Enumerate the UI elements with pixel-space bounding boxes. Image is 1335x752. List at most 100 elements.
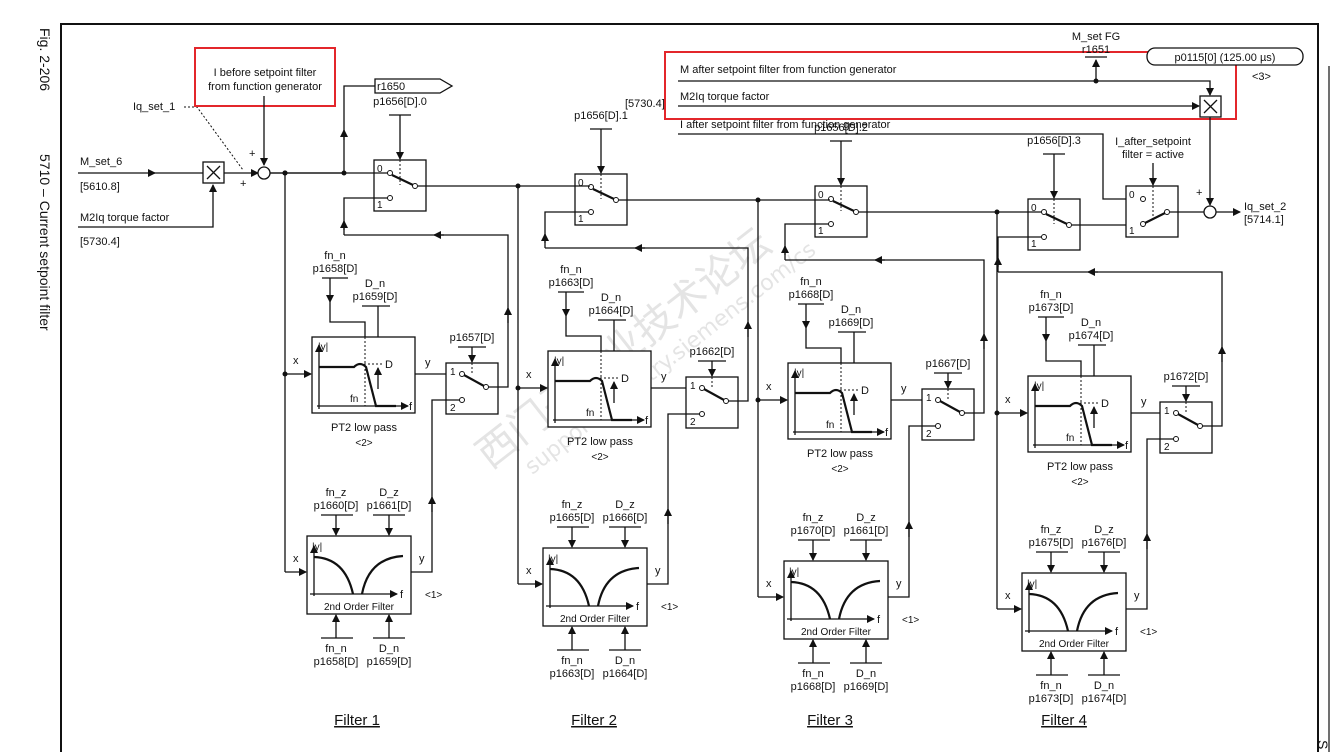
filter-type-param: p1672[D]: [1164, 371, 1209, 383]
bandstop-curve: [1028, 591, 1119, 632]
d-z-param: p1676[D]: [1082, 537, 1127, 549]
multiply-icon: [1203, 99, 1218, 114]
sample-time-label: p0115[0] (125.00 µs): [1175, 52, 1276, 64]
pt2-caption: PT2 low pass: [1047, 461, 1114, 473]
switch-pos-1: 1: [1031, 239, 1037, 250]
y-axis-label: |y|: [1027, 579, 1037, 590]
f-axis-label: f: [636, 601, 640, 613]
d-n-param: p1669[D]: [844, 681, 889, 693]
switch-pos-1: 1: [377, 200, 383, 211]
y-label: y: [419, 553, 425, 565]
m2iq-fg-label: M2Iq torque factor: [680, 91, 770, 103]
filter-type-param: p1662[D]: [690, 346, 735, 358]
fn-z-label: fn_z: [803, 512, 824, 524]
i-before-fg-line1: I before setpoint filter: [214, 67, 317, 79]
x-label: x: [526, 369, 532, 381]
pt2-caption: PT2 low pass: [331, 422, 398, 434]
enable-param-label: p1656[D].2: [814, 122, 868, 134]
x-label: x: [1005, 394, 1011, 406]
y-axis-label: |y|: [312, 542, 322, 553]
fn-n-label: fn_n: [560, 264, 581, 276]
iq-set-2-ref: [5714.1]: [1244, 214, 1284, 226]
fn-n-label: fn_n: [325, 643, 346, 655]
filter-2-group: p1656[D].101xxfn_np1663[D]D_np1664[D]|y|…: [418, 110, 752, 729]
d-n-label: D_n: [601, 292, 621, 304]
enable-param-label: p1656[D].0: [373, 96, 427, 108]
d-label: D: [861, 385, 869, 397]
y-label: y: [1134, 590, 1140, 602]
fn-n-label: fn_n: [1040, 680, 1061, 692]
bandstop-curve: [313, 554, 404, 595]
x-label: x: [526, 565, 532, 577]
y-axis-label: |y|: [789, 567, 799, 578]
m-set-6-label: M_set_6: [80, 156, 122, 168]
d-n-param: p1659[D]: [353, 291, 398, 303]
right-edge-letter: S: [1315, 740, 1331, 749]
d-label: D: [385, 359, 393, 371]
fn-n-param: p1663[D]: [549, 277, 594, 289]
switch-pos-2: 2: [926, 429, 932, 440]
f-axis-label: f: [1125, 440, 1129, 452]
d-n-label: D_n: [365, 278, 385, 290]
f-axis-label: f: [877, 614, 881, 626]
m2iq-ref: [5730.4]: [80, 236, 120, 248]
d-n-param: p1664[D]: [603, 668, 648, 680]
y-axis-label: |y|: [318, 342, 328, 353]
bandstop-caption: 2nd Order Filter: [324, 602, 395, 613]
bandstop-note: <1>: [902, 615, 919, 626]
switch-pos-0: 0: [377, 164, 383, 175]
pt2-note: <2>: [831, 464, 848, 475]
sample-time-badge: [1146, 47, 1304, 66]
plus-sign-output: +: [1196, 187, 1202, 199]
switch-pos-0: 0: [578, 178, 584, 189]
switch-pos-2: 2: [690, 417, 696, 428]
second-order-filter-block: [783, 560, 889, 640]
y-label: y: [661, 371, 667, 383]
fn-label: fn: [1066, 433, 1074, 444]
switch-pos-1: 1: [578, 214, 584, 225]
m-set-fg-label: M_set FG: [1072, 31, 1120, 43]
m2iq-torque-factor-label: M2Iq torque factor: [80, 212, 170, 224]
filters: p1656[D].001xxfn_np1658[D]D_np1659[D]|y|…: [270, 96, 1226, 729]
pt2-lowpass-block: [1027, 375, 1132, 453]
fn-n-param: p1673[D]: [1029, 302, 1074, 314]
fn-n-label: fn_n: [800, 276, 821, 288]
plus-sign-top: +: [249, 148, 255, 160]
switch-pos-1: 1: [1164, 406, 1170, 417]
diagram-frame: [60, 23, 1319, 752]
figure-caption: Fig. 2-206 5710 – Current setpoint filte…: [37, 28, 53, 331]
filter-1-group: p1656[D].001xxfn_np1658[D]D_np1659[D]|y|…: [270, 96, 512, 729]
bandstop-curve: [790, 579, 881, 620]
figure-title: 5710 – Current setpoint filter: [37, 154, 53, 331]
d-n-label: D_n: [379, 643, 399, 655]
switch-pos-1: 1: [926, 393, 932, 404]
m2iq-fg-ref: [5730.4]: [625, 98, 665, 110]
filter-name-label: Filter 1: [334, 712, 380, 729]
f-axis-label: f: [645, 415, 649, 427]
summing-junction-input: [257, 166, 271, 180]
d-z-label: D_z: [615, 499, 635, 511]
d-label: D: [1101, 398, 1109, 410]
bandstop-note: <1>: [1140, 627, 1157, 638]
fn-z-param: p1660[D]: [314, 500, 359, 512]
switch-pos-2: 2: [1164, 442, 1170, 453]
iq-set-2-label: Iq_set_2: [1244, 201, 1286, 213]
f-axis-label: f: [400, 589, 404, 601]
r1650-connector: [374, 78, 454, 94]
switch-pos-1: 1: [690, 381, 696, 392]
d-z-param: p1661[D]: [367, 500, 412, 512]
i-after-active-line2: filter = active: [1122, 149, 1184, 161]
svg-text:1: 1: [1129, 226, 1135, 237]
fn-n-param: p1658[D]: [314, 656, 359, 668]
pt2-note: <2>: [1071, 477, 1088, 488]
fn-label: fn: [586, 408, 594, 419]
fn-n-label: fn_n: [324, 250, 345, 262]
iq-set-1-label: Iq_set_1: [133, 101, 175, 113]
fn-n-param: p1673[D]: [1029, 693, 1074, 705]
fn-label: fn: [826, 420, 834, 431]
filter-name-label: Filter 3: [807, 712, 853, 729]
d-n-label: D_n: [841, 304, 861, 316]
pt2-caption: PT2 low pass: [807, 448, 874, 460]
x-label: x: [293, 355, 299, 367]
